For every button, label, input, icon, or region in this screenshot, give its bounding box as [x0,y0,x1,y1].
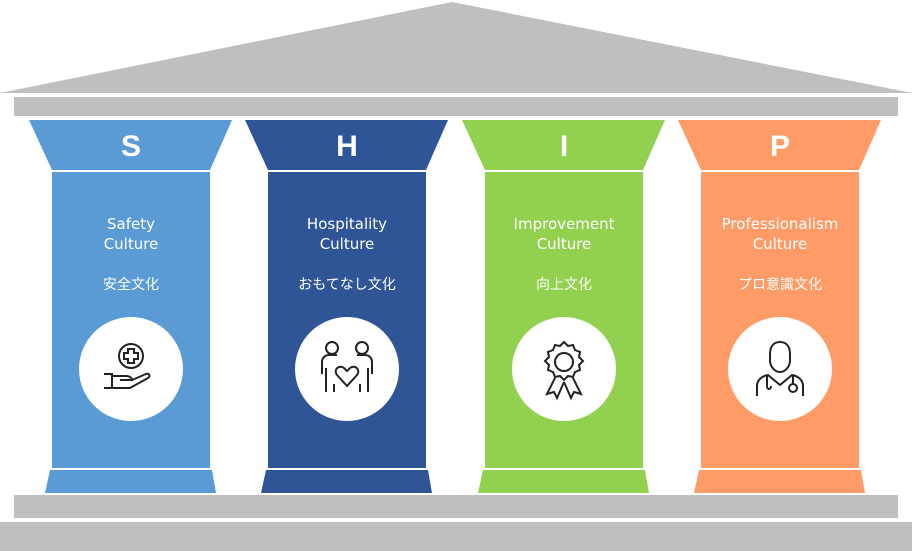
pillar-capital [29,120,232,170]
floor [0,522,912,551]
pillar-base [478,470,649,493]
people-heart-icon [321,341,373,392]
pillar-japanese: おもてなし文化 [298,277,396,293]
icon-circle [512,317,616,421]
pillar-capital [678,120,881,170]
base-slab [14,495,898,518]
icon-circle [295,317,399,421]
pillar-letter: S [120,130,141,163]
doctor-icon [756,340,804,396]
hand-medical-cross-icon [104,343,151,389]
pillar-letter: H [336,130,358,163]
roof-beam [14,97,898,116]
pillar-letter: I [559,130,569,163]
roof [0,2,912,93]
icon-circle [728,317,832,421]
pillar-base [694,470,865,493]
title-line1: Safety [107,215,155,233]
title-line1: Improvement [513,215,615,233]
pillar-base [261,470,432,493]
award-ribbon-icon [543,340,585,401]
title-line2: Culture [536,235,592,253]
title-line1: Hospitality [306,215,388,233]
title-line1: Professionalism [721,215,839,233]
title-line2: Culture [103,235,159,253]
pillar-base [45,470,216,493]
pillar-japanese: 安全文化 [103,277,159,293]
pillar-japanese: 向上文化 [536,277,592,293]
pillar-japanese: プロ意識文化 [738,277,822,293]
pillar-letter: P [769,130,790,163]
pillar-capital [245,120,448,170]
title-line2: Culture [752,235,808,253]
title-line2: Culture [319,235,375,253]
icon-circle [79,317,183,421]
pillar-capital [462,120,665,170]
